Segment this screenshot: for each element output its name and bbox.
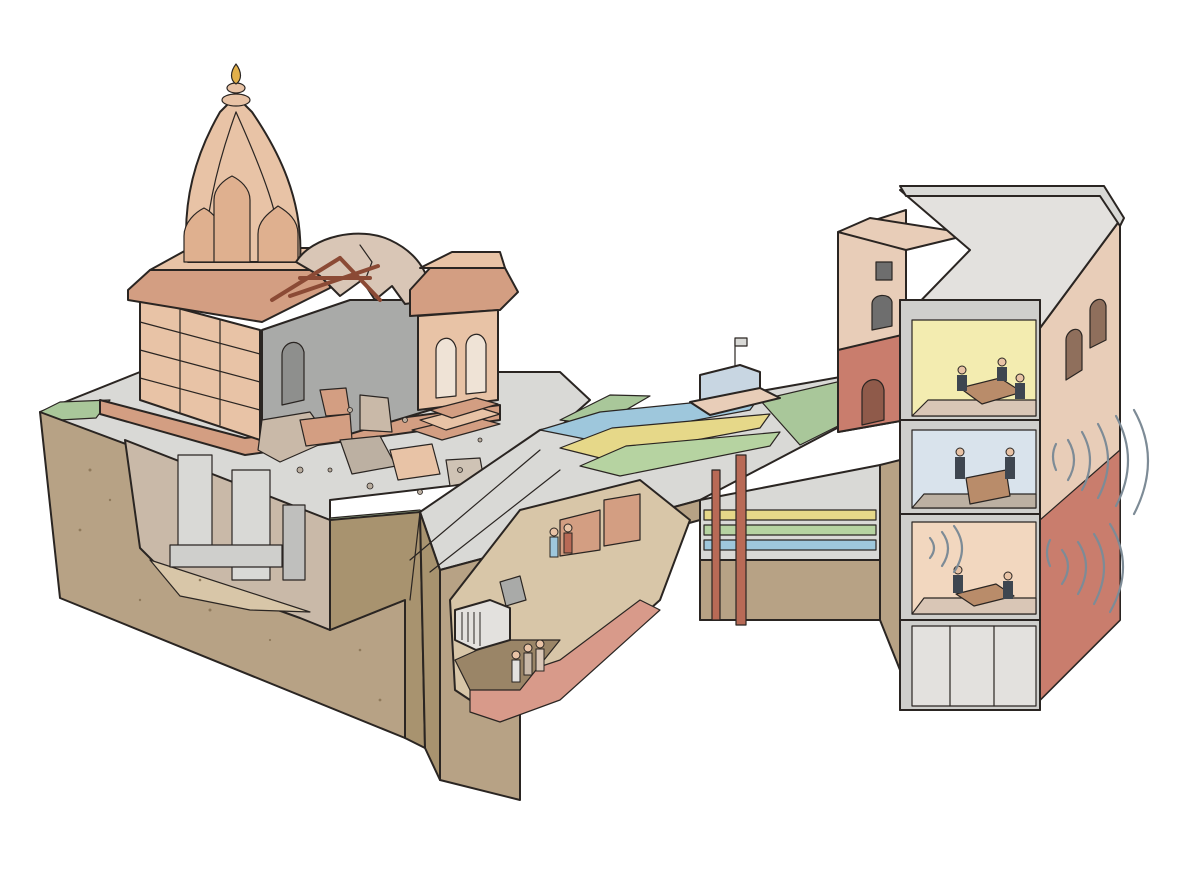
tunnel-green-line: [703, 524, 877, 536]
sound-waves-inner: [928, 442, 1058, 574]
person-icon: [957, 365, 967, 391]
foundation-column: [177, 454, 213, 556]
foundation-base: [169, 544, 283, 568]
green-pipe-top: [579, 431, 781, 477]
side-tower-window: [875, 261, 893, 281]
sound-waves-lower: [1060, 522, 1125, 614]
corridor-side-face: [419, 511, 441, 781]
person-icon: [997, 357, 1007, 381]
floor-1-office: [911, 521, 1037, 615]
spire-turret: [213, 175, 251, 263]
building-ground: [879, 459, 901, 671]
pavilion-arch: [435, 337, 457, 399]
exposed-rafters: [270, 256, 382, 302]
rubble-fragments: [296, 407, 483, 495]
person-icon: [511, 650, 521, 683]
pit-floor: [149, 559, 311, 613]
sound-wave-icon: [928, 408, 1149, 614]
desk-icon: [955, 583, 1015, 607]
person-icon: [549, 527, 559, 558]
hall-doorway: [281, 341, 305, 406]
building-side-window: [1065, 328, 1083, 381]
excavation-red-layer: [469, 599, 661, 723]
temple-finial: [221, 63, 251, 107]
pavilion-roof: [409, 267, 519, 317]
rubble-pile: [257, 387, 485, 487]
person-icon: [535, 639, 545, 672]
basement-level: [911, 625, 1037, 707]
utility-corridor: [409, 337, 901, 801]
foundation-columns: [169, 454, 306, 581]
kiosk-structure: [689, 337, 781, 416]
temple: [99, 63, 519, 495]
tunnel-water-line: [703, 539, 877, 551]
tunnel-gas-line: [703, 509, 877, 521]
desk-icon: [965, 469, 1011, 505]
person-icon: [955, 447, 965, 479]
building-frame: [899, 299, 1041, 711]
person-icon: [1005, 447, 1015, 479]
workers-group: [511, 523, 573, 683]
side-tower-window: [871, 294, 893, 331]
gas-pipe-top: [559, 413, 771, 459]
pavilion-roof-top: [419, 251, 506, 269]
pavilion-arch: [465, 333, 487, 395]
vertical-red-pipe: [711, 469, 721, 621]
office-building: [837, 185, 1125, 711]
sound-waves-upper: [1066, 408, 1149, 516]
soil-texture: [78, 468, 382, 702]
temple-plinth: [99, 399, 501, 456]
excavated-wall: [603, 493, 641, 547]
tunnel-soil: [699, 559, 881, 621]
roof-parapet: [899, 185, 1125, 227]
vertical-red-pipe: [735, 454, 747, 626]
generator-unit: [454, 575, 527, 651]
side-tower-arch: [861, 379, 885, 426]
trench-lines: [409, 449, 561, 601]
foundation-column: [282, 504, 306, 581]
temple-steps: [411, 397, 501, 441]
person-icon: [1015, 373, 1025, 399]
person-icon: [1003, 571, 1013, 599]
floor-3-meeting-room: [911, 319, 1037, 417]
floor-2-office: [911, 429, 1037, 509]
spire-turret: [257, 205, 299, 263]
person-icon: [563, 523, 573, 554]
person-icon: [523, 643, 533, 676]
building-side-window: [1089, 298, 1107, 349]
